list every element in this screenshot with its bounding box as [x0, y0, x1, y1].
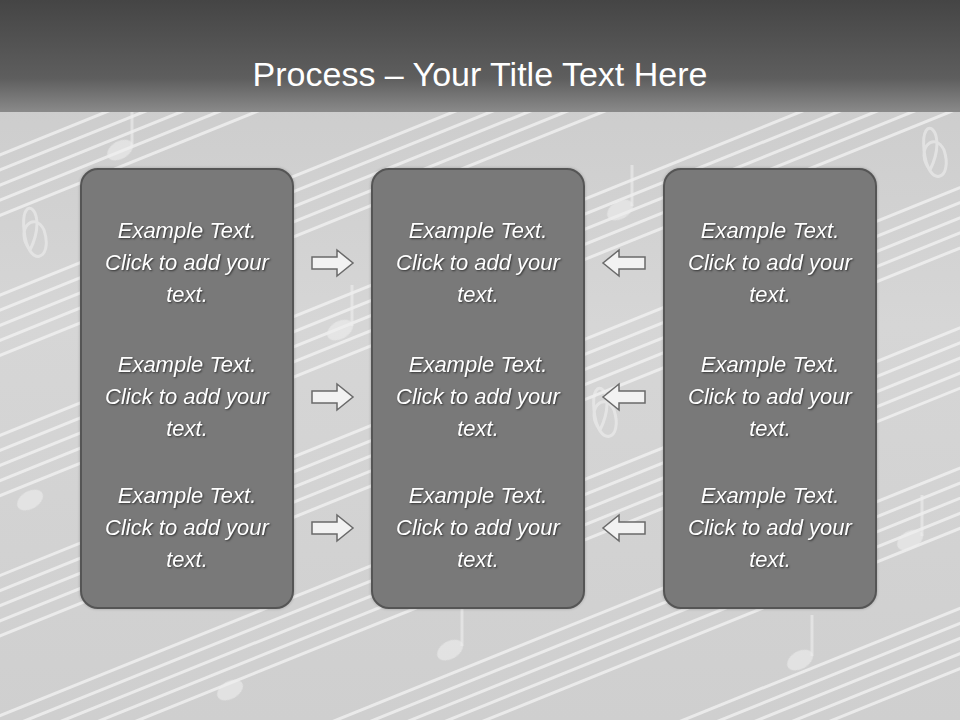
block-arrow	[603, 515, 645, 541]
column-text: Example Text. Click to add your text.	[393, 215, 563, 311]
block-arrow	[603, 250, 645, 276]
process-column: Example Text. Click to add your text. Exa…	[663, 168, 877, 609]
column-text: Example Text. Click to add your text.	[685, 215, 855, 311]
block-arrow	[603, 384, 645, 410]
block-arrow	[312, 515, 353, 541]
column-text: Example Text. Click to add your text.	[393, 349, 563, 445]
column-text: Example Text. Click to add your text.	[685, 349, 855, 445]
column-text: Example Text. Click to add your text.	[685, 480, 855, 576]
slide-title: Process – Your Title Text Here	[0, 52, 960, 96]
column-text: Example Text. Click to add your text.	[102, 480, 272, 576]
process-column: Example Text. Click to add your text. Exa…	[80, 168, 294, 609]
column-text: Example Text. Click to add your text.	[393, 480, 563, 576]
process-column: Example Text. Click to add your text. Exa…	[371, 168, 585, 609]
block-arrow	[312, 384, 353, 410]
block-arrow	[312, 250, 353, 276]
column-text: Example Text. Click to add your text.	[102, 215, 272, 311]
column-text: Example Text. Click to add your text.	[102, 349, 272, 445]
